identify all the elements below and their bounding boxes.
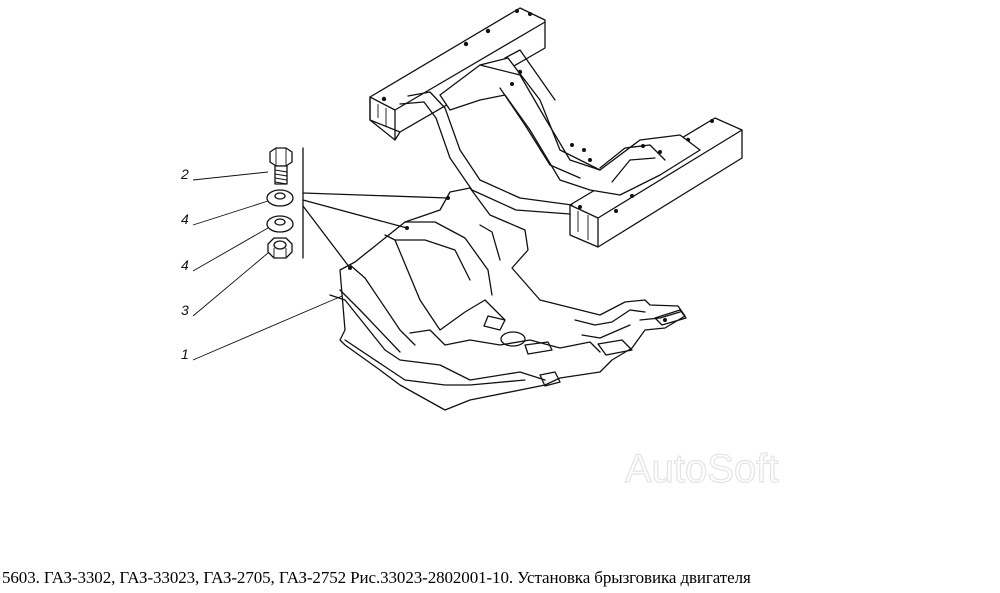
- callout-label: 3: [181, 302, 189, 318]
- callout-label: 4: [181, 211, 189, 227]
- callout-4-lower: 4: [181, 227, 269, 273]
- mounting-pointer-lines: [302, 147, 449, 269]
- washer-icon: [266, 189, 294, 207]
- watermark-logo: AutoSoft: [625, 447, 778, 491]
- callout-1: 1: [181, 295, 343, 362]
- callout-2: 2: [180, 166, 269, 182]
- figure-caption: 5603. ГАЗ-3302, ГАЗ-33023, ГАЗ-2705, ГАЗ…: [2, 568, 751, 587]
- bolt-icon: [269, 147, 293, 185]
- callout-label: 2: [180, 166, 189, 182]
- splash-guard: [329, 187, 687, 411]
- frame-cross-member: [399, 49, 701, 215]
- callout-label: 4: [181, 257, 189, 273]
- callout-4-upper: 4: [181, 200, 269, 227]
- nut-icon: [267, 237, 293, 259]
- callout-label: 1: [181, 346, 189, 362]
- callout-3: 3: [181, 252, 269, 318]
- washer-icon: [266, 215, 294, 233]
- frame-left-rail: [369, 7, 546, 141]
